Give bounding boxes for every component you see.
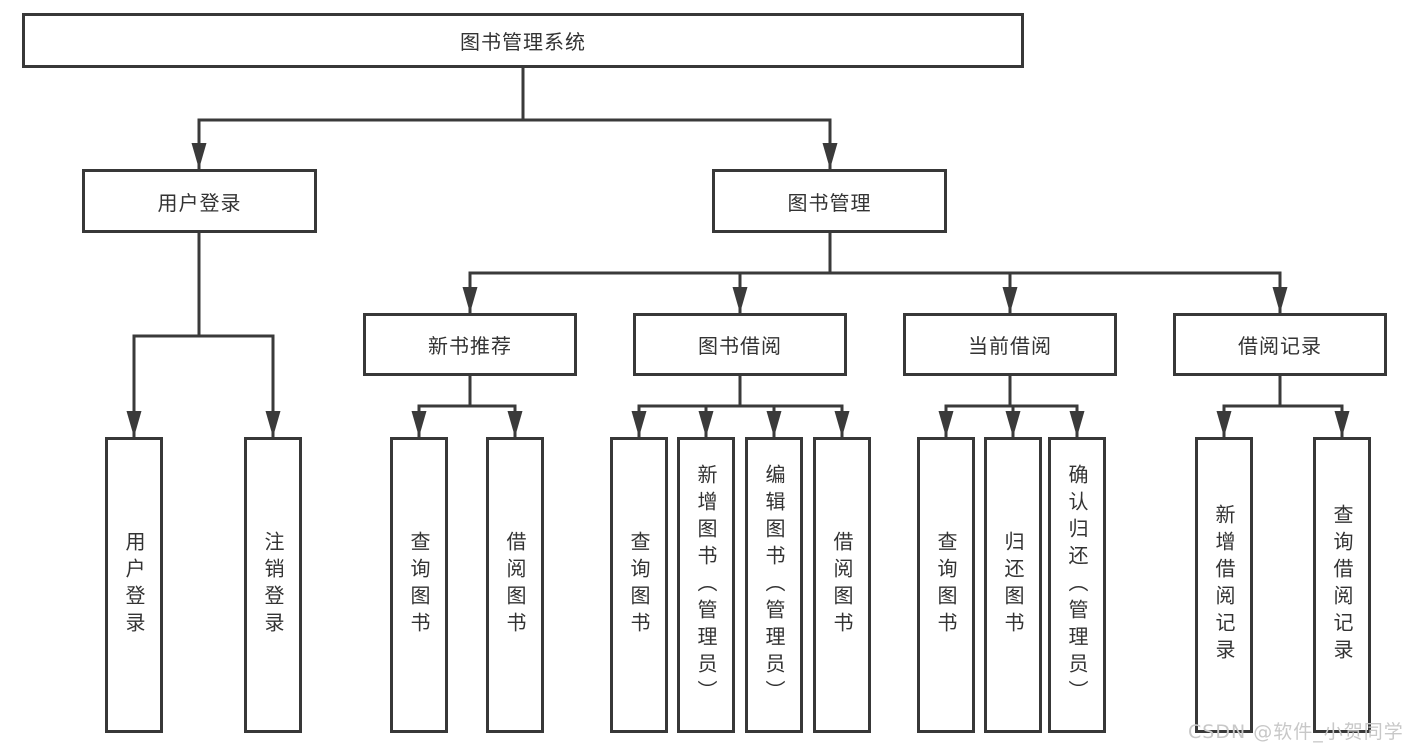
node-borrow-records-label: 借阅记录 [1238,334,1322,358]
node-new-book-recommend-label: 新书推荐 [428,334,512,358]
node-user-login-module: 用户登录 [82,169,317,233]
node-user-login-module-label: 用户登录 [157,190,242,215]
node-book-management-label: 图书管理 [787,190,872,215]
leaf-logout-label: 注销登录 [261,531,285,639]
node-borrow-records: 借阅记录 [1173,313,1387,376]
node-new-book-recommend: 新书推荐 [363,313,577,376]
node-root-system-label: 图书管理系统 [460,30,586,54]
node-book-management: 图书管理 [712,169,947,233]
node-book-borrow: 图书借阅 [633,313,847,376]
leaf-recommend-borrow-books-label: 借阅图书 [503,531,527,639]
node-book-borrow-label: 图书借阅 [698,334,782,358]
leaf-borrow-query-books-label: 查询图书 [627,531,651,639]
leaf-recommend-borrow-books: 借阅图书 [486,437,544,733]
leaf-add-borrow-record: 新增借阅记录 [1195,437,1253,733]
leaf-borrow-books-label: 借阅图书 [830,531,854,639]
leaf-user-login-label: 用户登录 [122,531,146,639]
leaf-return-books: 归还图书 [984,437,1042,733]
leaf-user-login: 用户登录 [105,437,163,733]
leaf-edit-books-admin: 编辑图书（管理员） [745,437,803,733]
leaf-recommend-query-books-label: 查询图书 [407,531,431,639]
node-current-borrow-label: 当前借阅 [968,334,1052,358]
leaf-query-borrow-record: 查询借阅记录 [1313,437,1371,733]
leaf-borrow-books: 借阅图书 [813,437,871,733]
leaf-confirm-return-admin-label: 确认归还（管理员） [1065,463,1089,707]
leaf-add-books-admin-label: 新增图书（管理员） [694,463,718,707]
node-current-borrow: 当前借阅 [903,313,1117,376]
leaf-recommend-query-books: 查询图书 [390,437,448,733]
leaf-edit-books-admin-label: 编辑图书（管理员） [762,463,786,707]
leaf-query-borrow-record-label: 查询借阅记录 [1330,504,1354,666]
leaf-confirm-return-admin: 确认归还（管理员） [1048,437,1106,733]
leaf-borrow-query-books: 查询图书 [610,437,668,733]
leaf-return-books-label: 归还图书 [1001,531,1025,639]
csdn-watermark: CSDN @软件_小贺同学 [1188,721,1404,743]
leaf-logout: 注销登录 [244,437,302,733]
leaf-current-query-books-label: 查询图书 [934,531,958,639]
leaf-add-books-admin: 新增图书（管理员） [677,437,735,733]
leaf-add-borrow-record-label: 新增借阅记录 [1212,504,1236,666]
leaf-current-query-books: 查询图书 [917,437,975,733]
node-root-system: 图书管理系统 [22,13,1024,68]
